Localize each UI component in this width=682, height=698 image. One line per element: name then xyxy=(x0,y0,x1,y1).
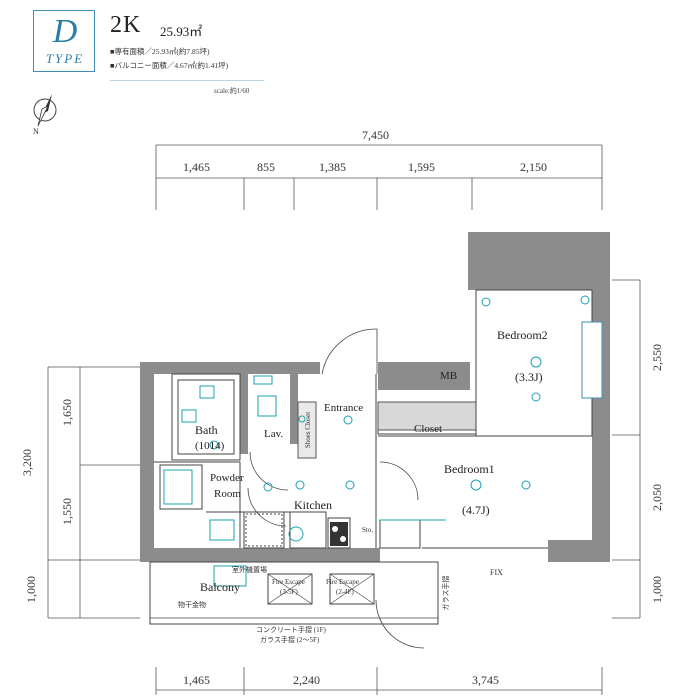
compass-north-label: N xyxy=(33,127,39,136)
plan-name: 2K xyxy=(110,12,142,38)
compass-icon: N xyxy=(33,94,57,136)
label-glass-rail-upper: ガラス手摺 (2～5F) xyxy=(260,636,320,644)
dim-top-seg-4: 1,595 xyxy=(408,160,435,174)
type-word: TYPE xyxy=(45,51,85,66)
dim-top-seg-5: 2,150 xyxy=(520,160,547,174)
label-fix-window: FIX xyxy=(490,568,503,577)
room-bedroom2: Bedroom2 xyxy=(497,328,548,342)
spec-balcony-area: ■バルコニー面積／4.67㎡(約1.41坪) xyxy=(110,61,229,70)
spec-private-area: ■専有面積／25.93㎡(約7.85坪) xyxy=(110,47,210,56)
room-mb: MB xyxy=(440,370,458,382)
dim-bottom-seg-3: 3,745 xyxy=(472,673,499,687)
room-bedroom2-size: (3.3J) xyxy=(515,370,543,384)
room-lav: Lav. xyxy=(264,428,284,440)
label-concrete-rail: コンクリート手摺 (1F) xyxy=(256,626,326,634)
room-storage: Sto. xyxy=(362,526,374,534)
label-glass-rail: ガラス手摺 xyxy=(442,575,450,611)
room-shoes-closet: Shoes Closet xyxy=(304,411,312,449)
label-ac-unit: 室外機置場 xyxy=(232,566,267,574)
dim-bottom-seg-1: 1,465 xyxy=(183,673,210,687)
label-fire-escape-2: Fire Escape xyxy=(326,578,359,586)
label-fire-escape-2-floor: (2-4F) xyxy=(336,588,354,596)
plan-area: 25.93㎡ xyxy=(160,24,203,39)
room-bath-size: (1014) xyxy=(195,440,225,452)
dim-top-seg-3: 1,385 xyxy=(319,160,346,174)
room-bedroom1-size: (4.7J) xyxy=(462,503,490,517)
header-divider xyxy=(110,80,264,81)
scale-label: scale:約1/60 xyxy=(214,87,250,95)
room-kitchen: Kitchen xyxy=(294,498,332,512)
room-bedroom1: Bedroom1 xyxy=(444,462,495,476)
type-letter: D xyxy=(52,13,78,50)
room-powder-room: Room xyxy=(214,488,241,500)
dim-bottom-seg-2: 2,240 xyxy=(293,673,320,687)
dim-top-total: 7,450 xyxy=(362,128,389,142)
label-handrail: 物干金物 xyxy=(178,601,206,609)
room-powder: Powder xyxy=(210,472,244,484)
dim-top-seg-1: 1,465 xyxy=(183,160,210,174)
room-bath: Bath xyxy=(195,423,218,437)
room-closet: Closet xyxy=(414,423,443,435)
label-fire-escape-1-floor: (3-5F) xyxy=(280,588,298,596)
room-entrance: Entrance xyxy=(324,402,364,414)
room-balcony: Balcony xyxy=(200,580,240,594)
type-badge: D TYPE xyxy=(33,10,95,72)
label-fire-escape-1: Fire Escape xyxy=(272,578,305,586)
dim-top-seg-2: 855 xyxy=(257,160,275,174)
